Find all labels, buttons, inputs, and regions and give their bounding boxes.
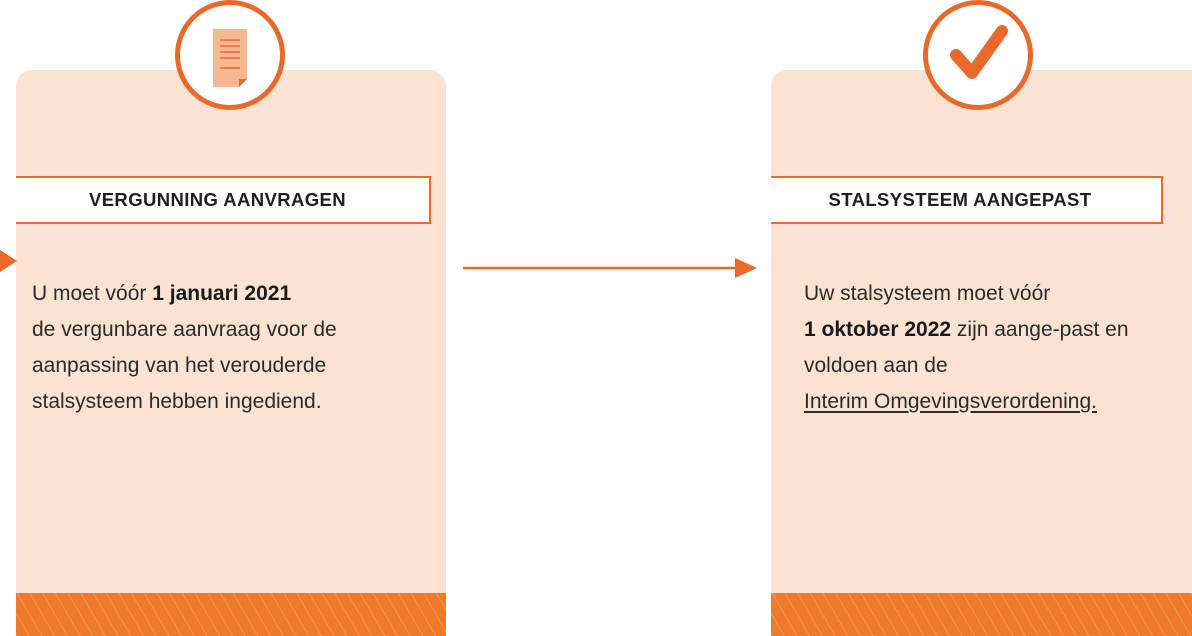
step-description: U moet vóór 1 januari 2021 de vergunbare… [32, 276, 432, 420]
text-before: U moet vóór [32, 282, 153, 305]
connector-arrow [463, 258, 757, 278]
checkmark-icon [950, 25, 1008, 79]
deadline-date: 1 januari 2021 [152, 282, 292, 305]
incoming-arrow [0, 250, 17, 272]
regulation-link[interactable]: Interim Omgevingsverordening. [804, 390, 1097, 413]
decorative-stripe [16, 593, 446, 636]
text-before: Uw stalsysteem moet vóór [804, 282, 1051, 305]
text-after: zijn aange-past en voldoen aan de [804, 318, 1129, 377]
step-description: Uw stalsysteem moet vóór 1 oktober 2022 … [804, 276, 1184, 420]
step-title: STALSYSTEEM AANGEPAST [771, 176, 1163, 224]
step-card-permit: VERGUNNING AANVRAGEN U moet vóór 1 janua… [16, 70, 446, 636]
document-icon [213, 29, 247, 87]
document-icon-circle [175, 0, 285, 110]
text-after: de vergunbare aanvraag voor de aanpassin… [32, 318, 337, 413]
step-title: VERGUNNING AANVRAGEN [16, 176, 431, 224]
checkmark-icon-circle [923, 0, 1033, 110]
deadline-date: 1 oktober 2022 [804, 318, 952, 341]
step-card-adjusted: STALSYSTEEM AANGEPAST Uw stalsysteem moe… [771, 70, 1192, 636]
decorative-stripe [771, 593, 1192, 636]
